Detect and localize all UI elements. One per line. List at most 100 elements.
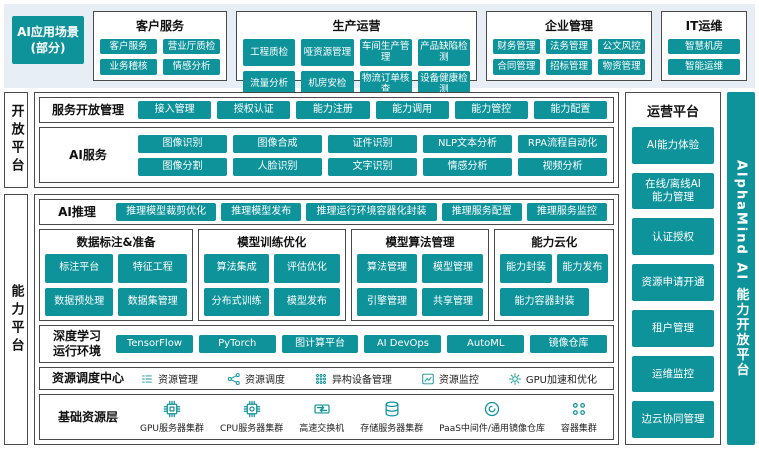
base-resource-item-label: GPU服务器集群 [140, 424, 204, 434]
side-labels: 开放平台 能力平台 [4, 92, 28, 445]
resource-item: 异构设备管理 [314, 371, 392, 386]
model-groups-row: 数据标注&准备 标注平台特征工程数据预处理数据集管理 模型训练优化 算法集成评估… [39, 229, 614, 321]
group-items: 财务管理法务管理公文风控合同管理招标管理物资管理 [493, 39, 645, 75]
base-resource-item-label: 容器集群 [560, 424, 597, 434]
group-items: 工程质检哑资源管理车间生产管理产品缺陷检测流量分析机房安检物流订单核查设备健康检… [243, 39, 470, 98]
capability-chip: 推理服务监控 [526, 203, 608, 221]
capability-chip: 数据集管理 [118, 287, 187, 316]
platform-architecture: 开放平台 能力平台 服务开放管理 接入管理授权认证能力注册能力调用能力管控能力配… [4, 92, 755, 445]
group-production-operations: 生产运营 工程质检哑资源管理车间生产管理产品缺陷检测流量分析机房安检物流订单核查… [236, 11, 477, 98]
scenario-chip: 营业厅质检 [163, 39, 220, 55]
capability-chip: 能力封装 [500, 254, 552, 283]
open-platform-section: 服务开放管理 接入管理授权认证能力注册能力调用能力管控能力配置 AI服务 图像识… [34, 92, 619, 188]
capability-chip: 推理模型发布 [221, 203, 302, 221]
scenario-chip: 合同管理 [493, 59, 540, 75]
group-customer-service: 客户服务 客户服务营业厅质检业务稽核情感分析 [93, 11, 227, 81]
capability-chip: 标注平台 [45, 254, 114, 283]
ai-application-scenarios-band: AI应用场景 (部分) 客户服务 客户服务营业厅质检业务稽核情感分析 生产运营 … [4, 4, 755, 98]
brand-bar: AlphaMind AI 能力开放平台 [727, 92, 755, 445]
base-resource-item: CPU服务器集群 [220, 400, 283, 434]
switch-icon [313, 400, 331, 418]
capability-chip: 能力调用 [375, 101, 449, 119]
service-open-management-row: 服务开放管理 接入管理授权认证能力注册能力调用能力管控能力配置 [39, 97, 614, 123]
resource-item: 资源监控 [421, 371, 479, 386]
group-title: IT运维 [685, 19, 723, 33]
network-icon [227, 372, 241, 386]
capability-chip: 算法管理 [356, 254, 418, 283]
base-resource-item-label: 存储服务器集群 [360, 424, 424, 434]
scenario-chip: 公文风控 [598, 39, 645, 55]
operations-platform-title: 运营平台 [646, 105, 699, 120]
devices-icon [314, 372, 328, 386]
capability-chip: NLP文本分析 [423, 134, 512, 153]
capability-chip: RPA流程自动化 [518, 134, 607, 153]
paas-icon [483, 400, 501, 418]
scenario-chip: 物资管理 [598, 59, 645, 75]
scenario-chip: 工程质检 [243, 39, 296, 66]
capability-chip: 图像合成 [233, 134, 322, 153]
row-title: 基础资源层 [57, 409, 118, 424]
capability-chip: AutoML [447, 335, 525, 353]
row-items: 接入管理授权认证能力注册能力调用能力管控能力配置 [138, 101, 608, 119]
group-title: 能力云化 [531, 235, 578, 249]
scenario-chip: 哑资源管理 [301, 39, 354, 66]
capability-chip: 人脸识别 [233, 157, 322, 176]
capability-chip: 图计算平台 [281, 335, 359, 353]
group-items: 客户服务营业厅质检业务稽核情感分析 [100, 39, 220, 75]
capability-chip: 接入管理 [138, 101, 212, 119]
platform-content: 服务开放管理 接入管理授权认证能力注册能力调用能力管控能力配置 AI服务 图像识… [34, 92, 619, 445]
group-data-annotation: 数据标注&准备 标注平台特征工程数据预处理数据集管理 [39, 229, 193, 321]
container-icon [570, 400, 588, 418]
resource-item: GPU加速和优化 [508, 371, 597, 386]
capability-chip: 数据预处理 [45, 287, 114, 316]
base-resource-item-label: CPU服务器集群 [219, 424, 284, 434]
capability-chip: 图像分割 [138, 157, 227, 176]
scenario-chip: 智能运维 [668, 59, 740, 75]
group-title: 模型算法管理 [385, 235, 455, 249]
row-title: AI推理 [58, 204, 96, 219]
storage-icon [383, 400, 401, 418]
scenario-chip: 业务稽核 [100, 59, 157, 75]
capability-chip: 视频分析 [518, 157, 607, 176]
scenario-chip: 车间生产管理 [359, 39, 412, 66]
capability-chip: 推理模型裁剪优化 [116, 203, 217, 221]
resource-item: 资源管理 [140, 371, 198, 386]
operations-platform-section: 运营平台 AI能力体验在线/离线AI 能力管理认证授权资源申请开通租户管理运维监… [625, 92, 721, 445]
operations-chip: AI能力体验 [632, 127, 714, 164]
scenario-chip: 产品缺陷检测 [417, 39, 470, 66]
row-items: 推理模型裁剪优化推理模型发布推理运行环境容器化封装推理服务配置推理服务监控 [116, 203, 608, 221]
capability-chip: 镜像仓库 [530, 335, 607, 353]
base-resource-item: 容器集群 [561, 400, 597, 434]
group-capability-cloud: 能力云化 能力封装能力发布能力容器封装 [494, 229, 614, 321]
capability-chip: 能力容器封装 [500, 287, 589, 316]
resource-item-label: 资源监控 [438, 375, 479, 386]
group-items: 标注平台特征工程数据预处理数据集管理 [45, 254, 187, 316]
capability-chip: 引擎管理 [356, 287, 418, 316]
capability-chip: 分布式训练 [203, 287, 270, 316]
gear-icon [508, 372, 522, 386]
scenario-chip: 情感分析 [163, 59, 220, 75]
base-resource-item: PaaS中间件/通用镜像仓库 [439, 400, 545, 434]
scenario-chip: 财务管理 [493, 39, 540, 55]
capability-chip: 特征工程 [118, 254, 187, 283]
operations-items: AI能力体验在线/离线AI 能力管理认证授权资源申请开通租户管理运维监控边云协同… [632, 127, 714, 439]
scenarios-label: AI应用场景 (部分) [12, 16, 84, 64]
base-resource-item-label: PaaS中间件/通用镜像仓库 [439, 424, 545, 434]
capability-chip: 能力配置 [533, 101, 608, 119]
group-items: 算法集成评估优化分布式训练模型发布 [203, 254, 340, 316]
group-model-algorithm: 模型算法管理 算法管理模型管理引擎管理共享管理 [350, 229, 490, 321]
capability-chip: 图像识别 [138, 134, 227, 153]
group-title: 数据标注&准备 [76, 235, 156, 249]
scenario-chip: 智慧机房 [668, 39, 740, 55]
group-enterprise-management: 企业管理 财务管理法务管理公文风控合同管理招标管理物资管理 [486, 11, 652, 81]
cpu-chip-icon [243, 400, 261, 418]
group-items: 算法管理模型管理引擎管理共享管理 [356, 254, 484, 316]
capability-platform-section: AI推理 推理模型裁剪优化推理模型发布推理运行环境容器化封装推理服务配置推理服务… [34, 194, 619, 445]
capability-chip: 推理运行环境容器化封装 [306, 203, 437, 221]
